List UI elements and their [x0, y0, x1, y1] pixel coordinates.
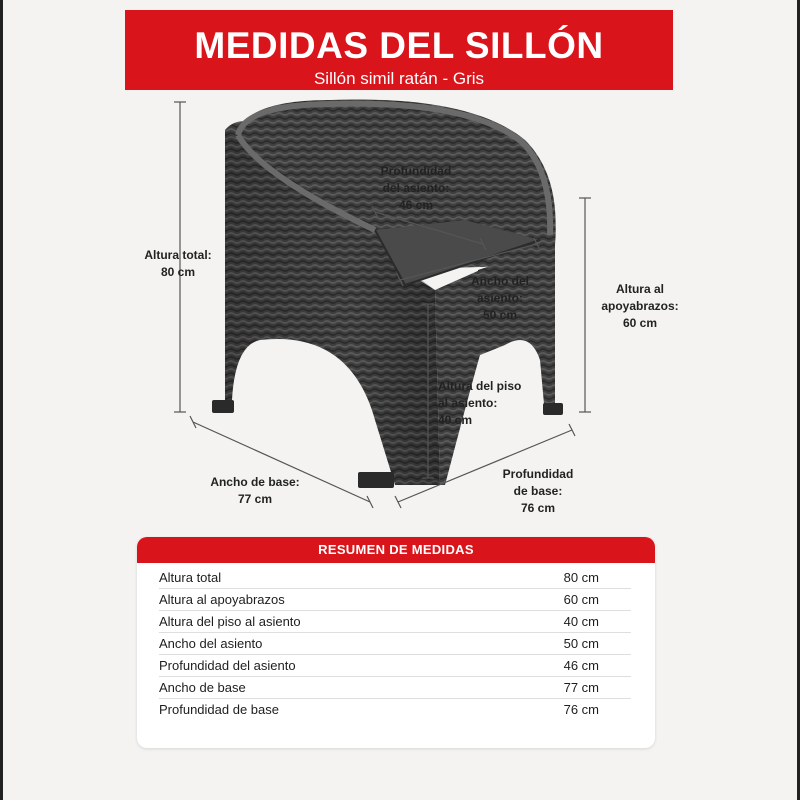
summary-table-body: Altura total 80 cm Altura al apoyabrazos… — [137, 563, 655, 721]
page-title: MEDIDAS DEL SILLÓN — [194, 25, 604, 66]
label-total-height: Altura total: 80 cm — [144, 248, 212, 279]
summary-table: RESUMEN DE MEDIDAS Altura total 80 cm Al… — [137, 537, 655, 748]
chair-foot — [543, 403, 563, 415]
base-width-line — [192, 421, 371, 503]
label-seat-floor-height: Altura del piso al asiento: 40 cm — [438, 379, 522, 427]
row-value: 80 cm — [563, 570, 599, 585]
chair-foot — [212, 400, 234, 413]
row-value: 46 cm — [563, 658, 599, 673]
chair-front-right-body — [435, 270, 480, 485]
table-row: Ancho de base 77 cm — [159, 677, 631, 699]
row-label: Altura del piso al asiento — [159, 614, 301, 629]
summary-table-title: RESUMEN DE MEDIDAS — [137, 537, 655, 563]
row-label: Profundidad del asiento — [159, 658, 296, 673]
header-banner: MEDIDAS DEL SILLÓN Sillón simil ratán - … — [125, 10, 673, 90]
row-label: Ancho de base — [159, 680, 246, 695]
row-label: Ancho del asiento — [159, 636, 263, 651]
label-seat-width: Ancho del asiento: 50 cm — [470, 274, 529, 322]
row-value: 50 cm — [563, 636, 599, 651]
label-base-width: Ancho de base: 77 cm — [210, 475, 300, 506]
row-value: 77 cm — [563, 680, 599, 695]
table-row: Altura del piso al asiento 40 cm — [159, 611, 631, 633]
chair-foot — [358, 472, 394, 488]
label-seat-depth: Profundidad del asiento: 46 cm — [380, 164, 452, 212]
dimension-lines — [174, 101, 591, 509]
chair-right-arm — [478, 150, 556, 415]
page-subtitle: Sillón simil ratán - Gris — [313, 69, 485, 88]
row-value: 60 cm — [563, 592, 599, 607]
row-label: Profundidad de base — [159, 702, 279, 717]
chair-rim — [235, 100, 554, 236]
chair-illustration — [212, 99, 563, 488]
label-armrest-height: Altura al apoyabrazos: 60 cm — [601, 282, 679, 330]
seat-width-line — [399, 243, 538, 281]
row-label: Altura total — [159, 570, 222, 585]
row-value: 76 cm — [563, 702, 599, 717]
table-row: Ancho del asiento 50 cm — [159, 633, 631, 655]
row-label: Altura al apoyabrazos — [159, 592, 285, 607]
base-depth-line — [397, 429, 573, 503]
label-base-depth: Profundidad de base: 76 cm — [502, 467, 574, 515]
table-row: Profundidad de base 76 cm — [159, 699, 631, 721]
chair-seat — [375, 220, 540, 285]
row-value: 40 cm — [563, 614, 599, 629]
table-row: Altura al apoyabrazos 60 cm — [159, 589, 631, 611]
seat-depth-line — [374, 211, 484, 245]
table-row: Altura total 80 cm — [159, 567, 631, 589]
table-row: Profundidad del asiento 46 cm — [159, 655, 631, 677]
